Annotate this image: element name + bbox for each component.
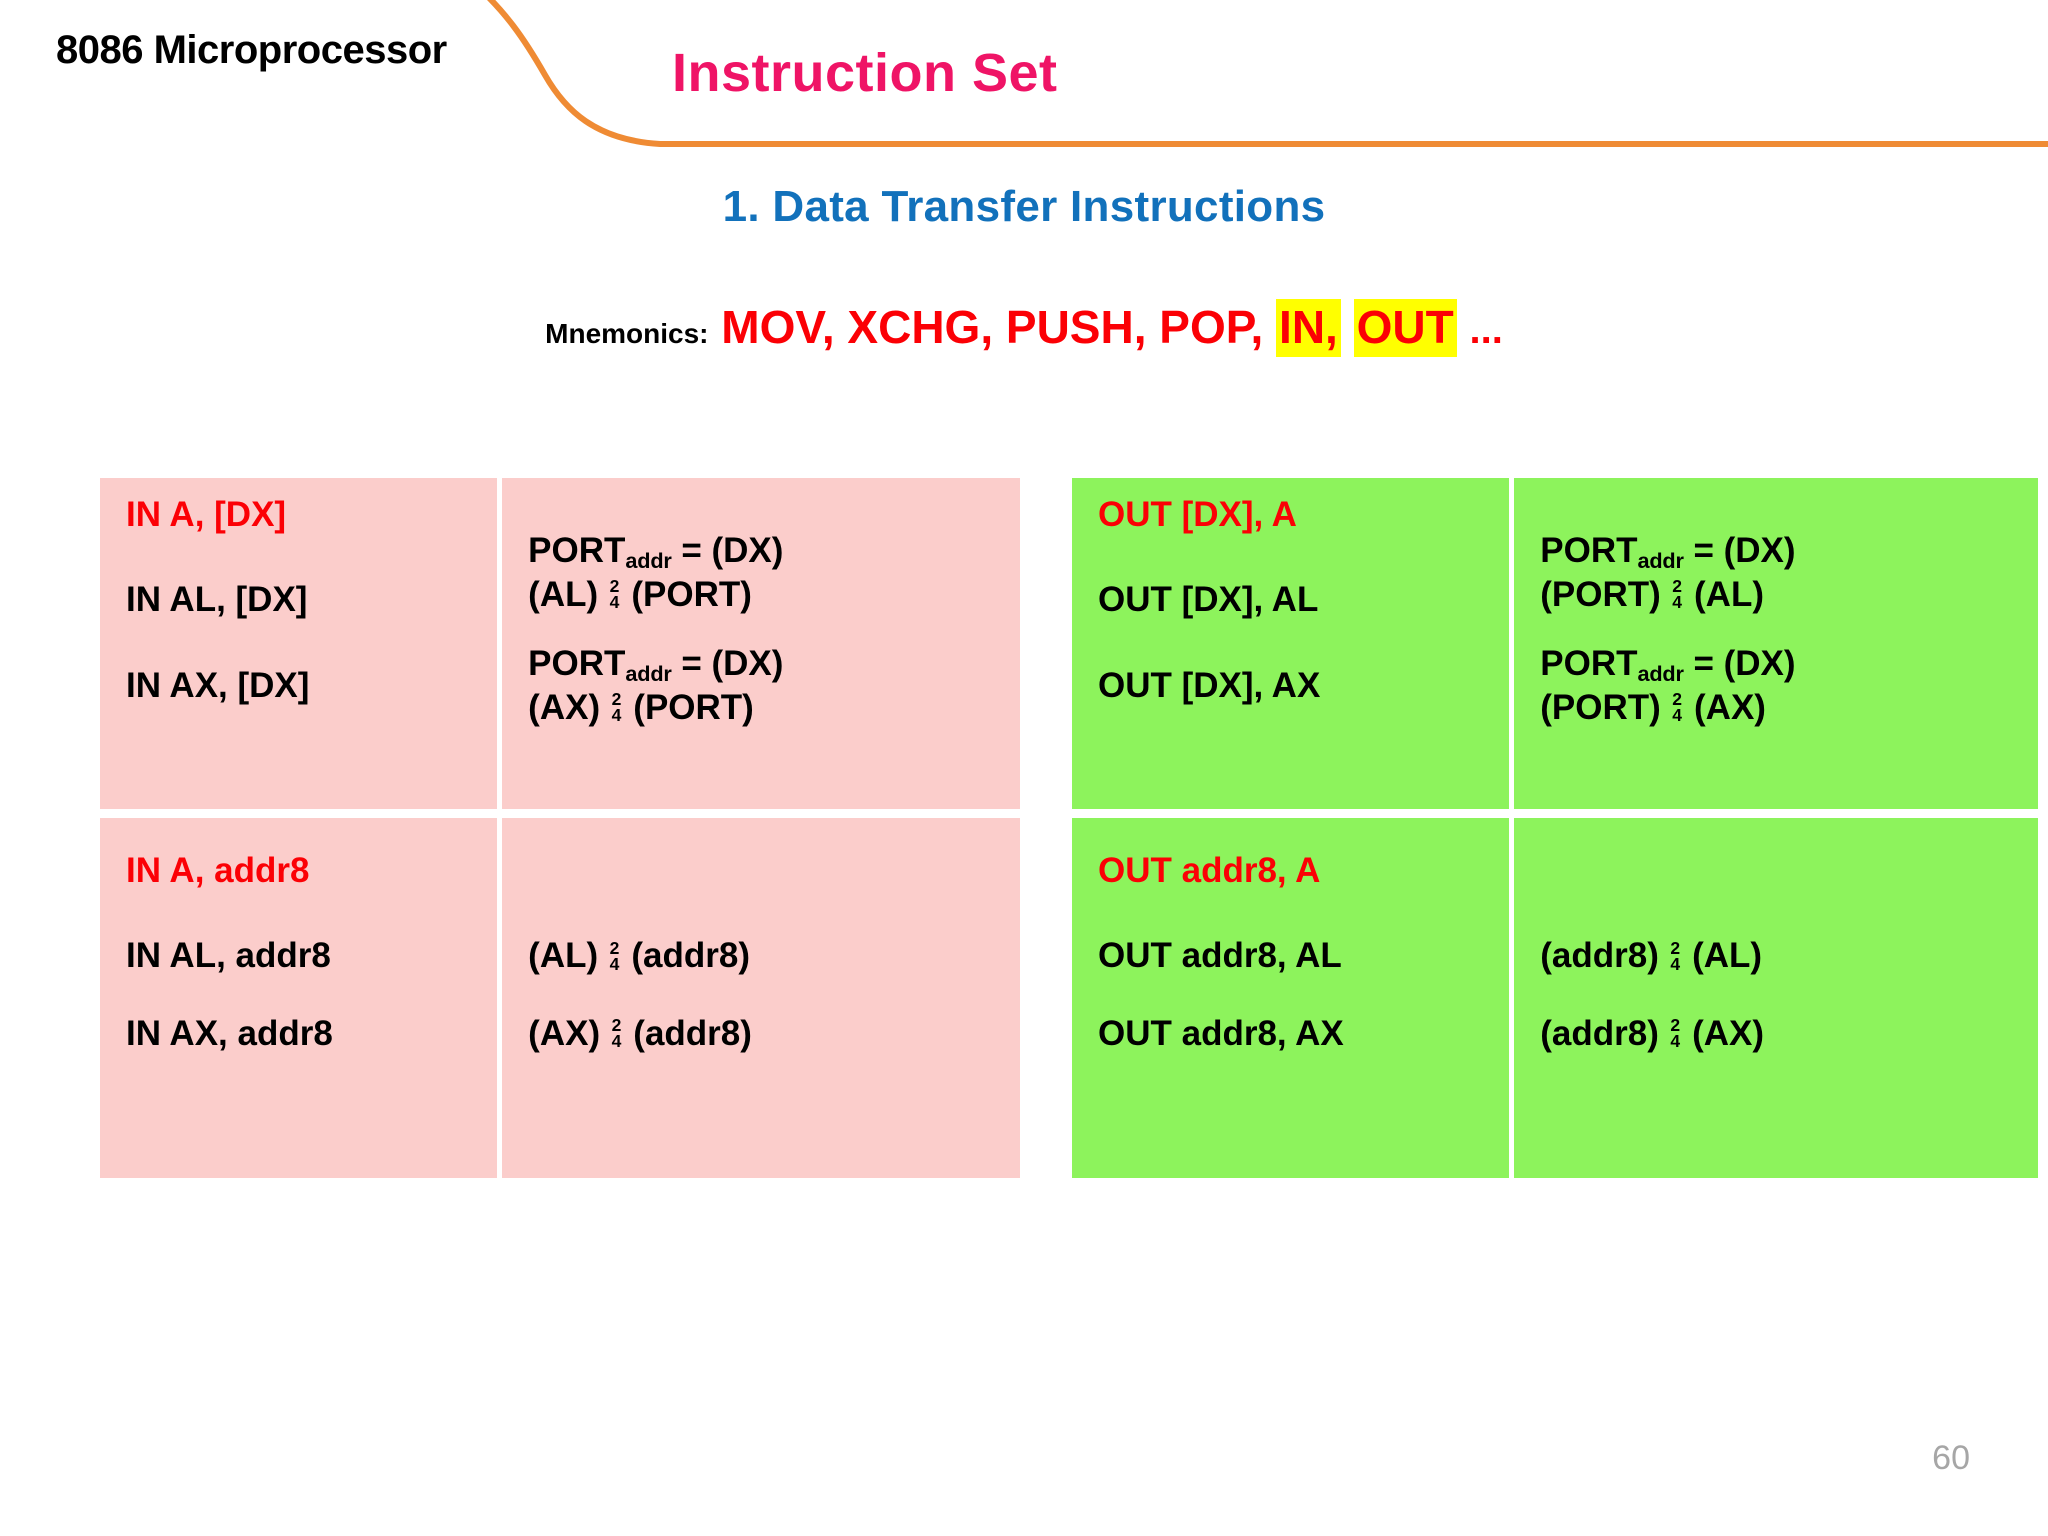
table-row: OUT addr8, A OUT addr8, AL OUT addr8, AX… <box>1072 818 2038 1178</box>
out-addr8-al-label: OUT addr8, AL <box>1098 936 1342 976</box>
in-a-dx-header: IN A, [DX] <box>126 495 287 534</box>
addr8-operand: (addr8) <box>1540 1013 1669 1053</box>
out-addr8-a-header: OUT addr8, A <box>1098 851 1321 890</box>
in-ax-dx-label: IN AX, [DX] <box>126 665 310 705</box>
mnemonics-label: Mnemonics: <box>545 318 709 349</box>
mnemonic-pop: POP, <box>1159 301 1264 353</box>
out-dx-al-label: OUT [DX], AL <box>1098 580 1319 620</box>
table-row: OUT [DX], A OUT [DX], AL OUT [DX], AX PO… <box>1072 478 2038 818</box>
equals-dx-text: = (DX) <box>1683 643 1796 683</box>
mnemonic-out-highlighted: OUT <box>1353 299 1457 357</box>
slide-header: 8086 Microprocessor Instruction Set <box>0 0 2048 160</box>
ax-operand: (AX) <box>528 1013 610 1053</box>
out-dx-instruction-cell: OUT [DX], A OUT [DX], AL OUT [DX], AX <box>1072 478 1515 818</box>
out-dx-ax-formula-line1: PORTaddr = (DX) <box>1540 643 2016 687</box>
mnemonics-line: Mnemonics: MOV, XCHG, PUSH, POP, IN, OUT… <box>0 299 2048 357</box>
course-title: 8086 Microprocessor <box>56 28 447 72</box>
mnemonic-in-highlighted: IN, <box>1276 299 1341 357</box>
mnemonic-mov: MOV, <box>721 301 835 353</box>
table-row: IN A, addr8 IN AL, addr8 IN AX, addr8 (A… <box>100 818 1020 1178</box>
out-addr8-instruction-cell: OUT addr8, A OUT addr8, AL OUT addr8, AX <box>1072 818 1515 1178</box>
ax-operand: (AX) <box>1682 1013 1765 1053</box>
out-dx-ax-label: OUT [DX], AX <box>1098 665 1321 705</box>
addr8-operand: (addr8) <box>1540 936 1669 976</box>
addr-subscript: addr <box>625 548 672 574</box>
port-text: PORT <box>1540 643 1638 683</box>
addr-subscript: addr <box>1637 661 1684 687</box>
addr8-operand: (addr8) <box>623 1013 752 1053</box>
al-operand: (AL) <box>1682 936 1763 976</box>
port-operand: (PORT) <box>1540 687 1671 727</box>
al-operand: (AL) <box>528 936 608 976</box>
addr-subscript: addr <box>1637 548 1684 574</box>
port-operand: (PORT) <box>621 574 752 614</box>
in-al-dx-label: IN AL, [DX] <box>126 580 308 620</box>
out-dx-al-formula-line1: PORTaddr = (DX) <box>1540 530 2016 574</box>
al-operand: (AL) <box>528 574 608 614</box>
in-dx-instruction-cell: IN A, [DX] IN AL, [DX] IN AX, [DX] <box>100 478 503 818</box>
port-operand: (PORT) <box>623 687 754 727</box>
ax-operand: (AX) <box>1684 687 1766 727</box>
page-number: 60 <box>1932 1439 1970 1477</box>
out-dx-a-header: OUT [DX], A <box>1098 495 1297 534</box>
section-heading: 1. Data Transfer Instructions <box>722 182 1326 231</box>
mnemonic-xchg: XCHG, <box>847 301 994 353</box>
mnemonic-push: PUSH, <box>1005 301 1147 353</box>
port-text: PORT <box>528 643 626 683</box>
in-instruction-table: IN A, [DX] IN AL, [DX] IN AX, [DX] PORTa… <box>100 478 1020 1178</box>
mnemonics-ellipsis: ... <box>1469 308 1503 352</box>
equals-dx-text: = (DX) <box>671 643 784 683</box>
in-ax-addr8-label: IN AX, addr8 <box>126 1013 333 1053</box>
ax-operand: (AX) <box>528 687 610 727</box>
addr8-operand: (addr8) <box>621 936 750 976</box>
table-row: IN A, [DX] IN AL, [DX] IN AX, [DX] PORTa… <box>100 478 1020 818</box>
port-text: PORT <box>528 531 626 570</box>
equals-dx-text: = (DX) <box>1683 531 1796 570</box>
addr-subscript: addr <box>625 661 672 687</box>
out-addr8-ax-label: OUT addr8, AX <box>1098 1013 1344 1053</box>
al-operand: (AL) <box>1684 574 1764 614</box>
port-operand: (PORT) <box>1540 574 1671 614</box>
port-text: PORT <box>1540 531 1638 570</box>
in-a-addr8-header: IN A, addr8 <box>126 851 310 890</box>
in-al-dx-formula-line1: PORTaddr = (DX) <box>528 530 998 574</box>
out-instruction-table: OUT [DX], A OUT [DX], AL OUT [DX], AX PO… <box>1072 478 2038 1178</box>
in-ax-dx-formula-line1: PORTaddr = (DX) <box>528 643 998 687</box>
in-al-addr8-label: IN AL, addr8 <box>126 936 331 976</box>
slide-title: Instruction Set <box>672 43 1058 103</box>
equals-dx-text: = (DX) <box>671 531 784 570</box>
in-addr8-instruction-cell: IN A, addr8 IN AL, addr8 IN AX, addr8 <box>100 818 503 1178</box>
